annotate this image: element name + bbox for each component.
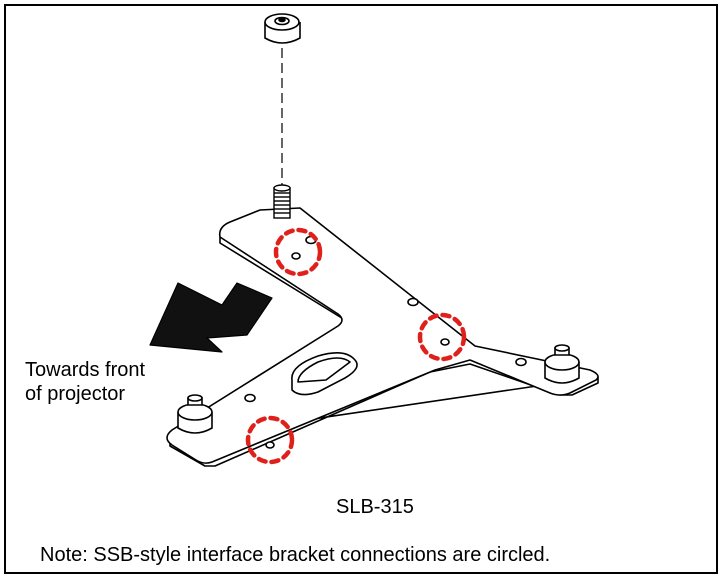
direction-label-line1: Towards front	[25, 359, 146, 381]
standoff-icon	[177, 394, 213, 434]
connection-circle-1	[273, 227, 323, 277]
direction-label: Towards front of projector	[25, 358, 145, 406]
connection-markers	[245, 227, 467, 465]
bracket-plate	[166, 207, 599, 467]
model-label: SLB-315	[336, 496, 414, 518]
connection-circle-3	[245, 415, 295, 465]
screw-icon	[273, 184, 291, 219]
arrow-icon	[149, 282, 273, 353]
connection-circle-2	[417, 312, 467, 362]
standoff-icon	[544, 344, 580, 384]
spacer-icon	[264, 13, 301, 44]
frame-border	[4, 4, 718, 574]
note-text: Note: SSB-style interface bracket connec…	[40, 544, 551, 566]
direction-label-line2: of projector	[25, 383, 126, 405]
